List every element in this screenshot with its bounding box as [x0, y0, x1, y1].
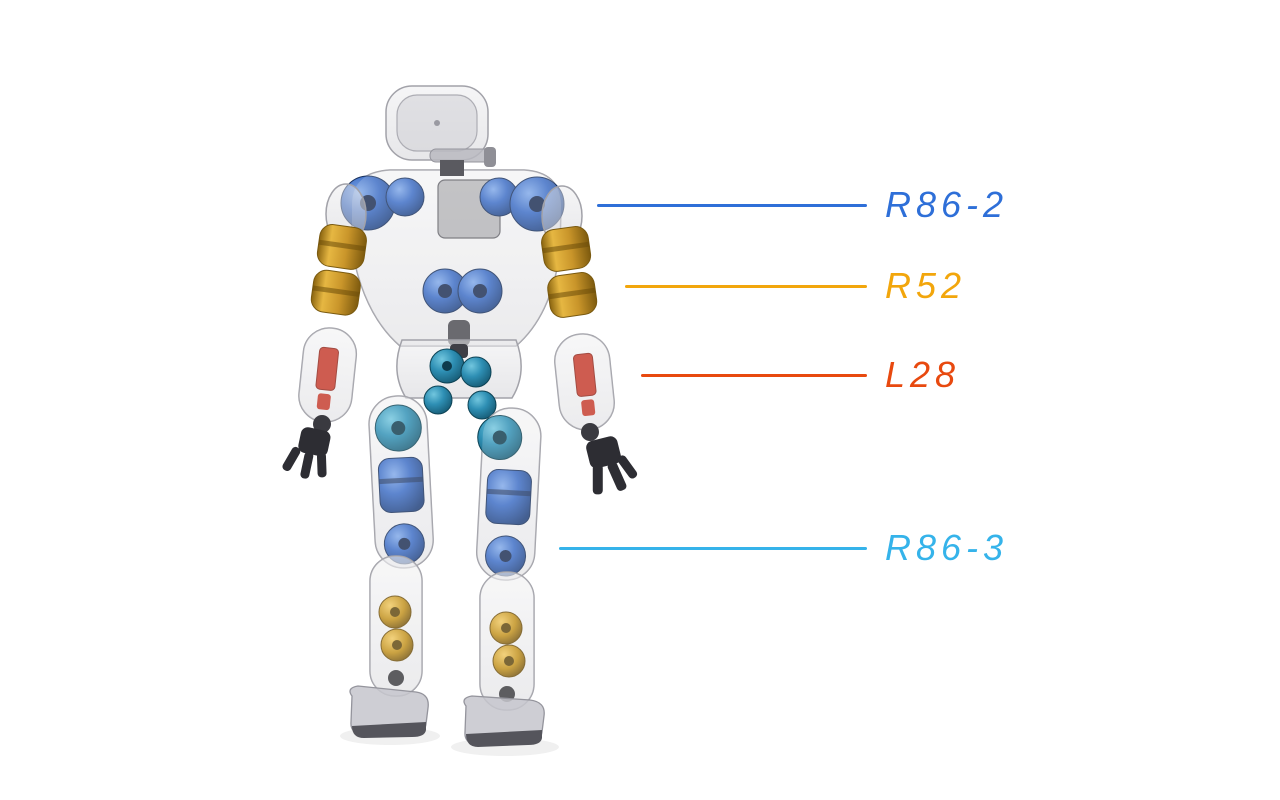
- callout-label-r86-3: R86-3: [885, 527, 1009, 568]
- callout-line-r86-3: [559, 546, 867, 550]
- callout-line-l28: [641, 373, 867, 377]
- robot-pelvis: [396, 339, 522, 420]
- callout-r86-3: R86-3: [559, 528, 1008, 568]
- robot-left-arm: [282, 183, 367, 479]
- callout-line-r52: [625, 284, 867, 288]
- callout-line-r86-2: [597, 203, 867, 207]
- robot-head: [385, 85, 496, 176]
- robot-left-leg: [349, 395, 434, 738]
- callout-r52: R52: [625, 266, 966, 306]
- robot-right-hand: [586, 436, 638, 495]
- robot-right-leg: [463, 407, 545, 747]
- robot-left-hand: [282, 427, 331, 479]
- callout-label-r52: R52: [885, 265, 967, 306]
- robot-torso: [340, 169, 565, 347]
- callout-l28: L28: [641, 355, 960, 395]
- callout-label-l28: L28: [885, 354, 961, 395]
- callout-r86-2: R86-2: [597, 185, 1008, 225]
- callout-label-r86-2: R86-2: [885, 184, 1009, 225]
- robot-right-arm: [541, 185, 638, 495]
